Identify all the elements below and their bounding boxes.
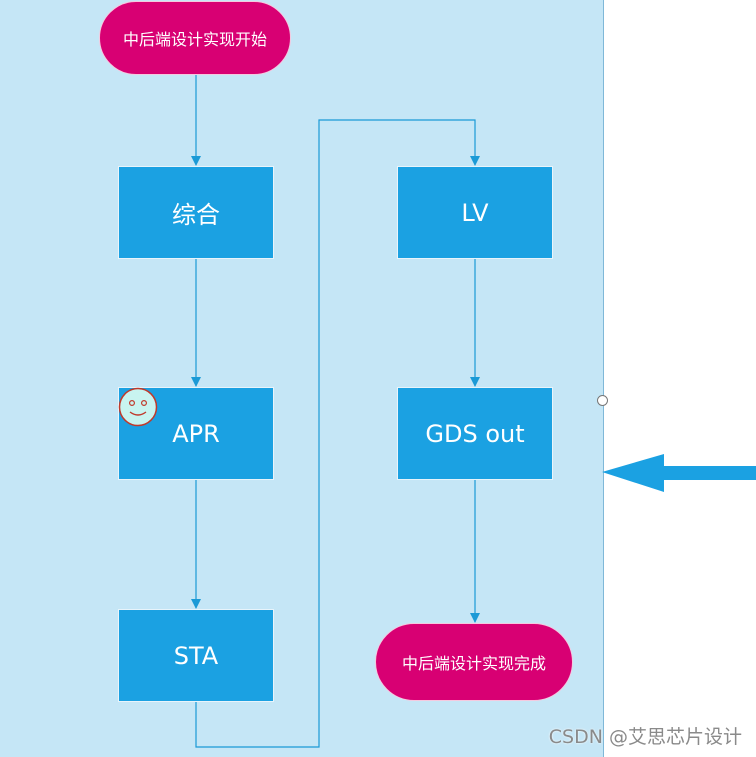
gds-out-node[interactable]: GDS out (397, 387, 553, 480)
end-node[interactable]: 中后端设计实现完成 (375, 623, 573, 701)
gds-out-node-label: GDS out (425, 419, 525, 448)
left-arrow-icon (602, 454, 756, 492)
start-node-label: 中后端设计实现开始 (122, 30, 267, 49)
connector-sta-to-lv (195, 119, 480, 748)
synthesis-node-label: 综合 (172, 201, 220, 229)
sta-node-label: STA (173, 641, 219, 670)
lv-node-label: LV (461, 198, 489, 227)
watermark-text: CSDN @艾思芯片设计 (548, 726, 742, 748)
apr-node[interactable]: APR (118, 387, 274, 480)
smiley-face-icon (118, 387, 158, 427)
synthesis-node[interactable]: 综合 (118, 166, 274, 259)
apr-node-label: APR (172, 419, 220, 448)
end-node-label: 中后端设计实现完成 (401, 654, 546, 673)
resize-handle-icon[interactable] (597, 395, 608, 406)
sta-node[interactable]: STA (118, 609, 274, 702)
start-node[interactable]: 中后端设计实现开始 (99, 1, 291, 75)
lv-node[interactable]: LV (397, 166, 553, 259)
